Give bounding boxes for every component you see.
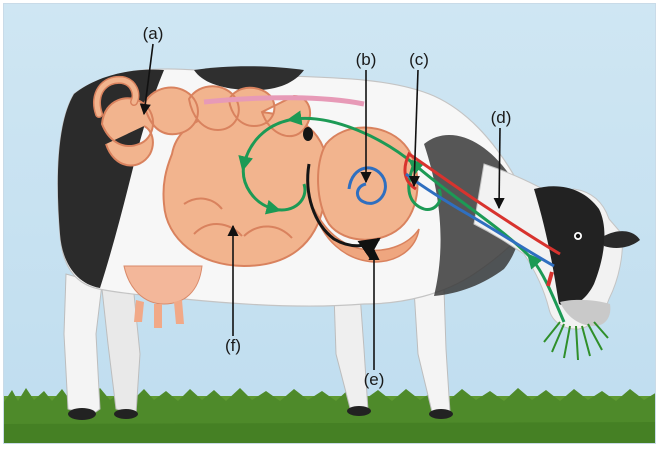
diagram-canvas	[4, 4, 656, 444]
label-d: (d)	[491, 108, 512, 128]
reticulum	[318, 128, 417, 240]
grass	[4, 388, 656, 444]
label-e: (e)	[364, 370, 385, 390]
arrow-d	[499, 128, 500, 208]
cow-digestion-diagram: (a) (b) (c) (d) (e) (f)	[3, 3, 656, 444]
label-a: (a)	[143, 24, 164, 44]
label-f: (f)	[225, 336, 241, 356]
label-c: (c)	[409, 50, 429, 70]
label-b: (b)	[356, 50, 377, 70]
